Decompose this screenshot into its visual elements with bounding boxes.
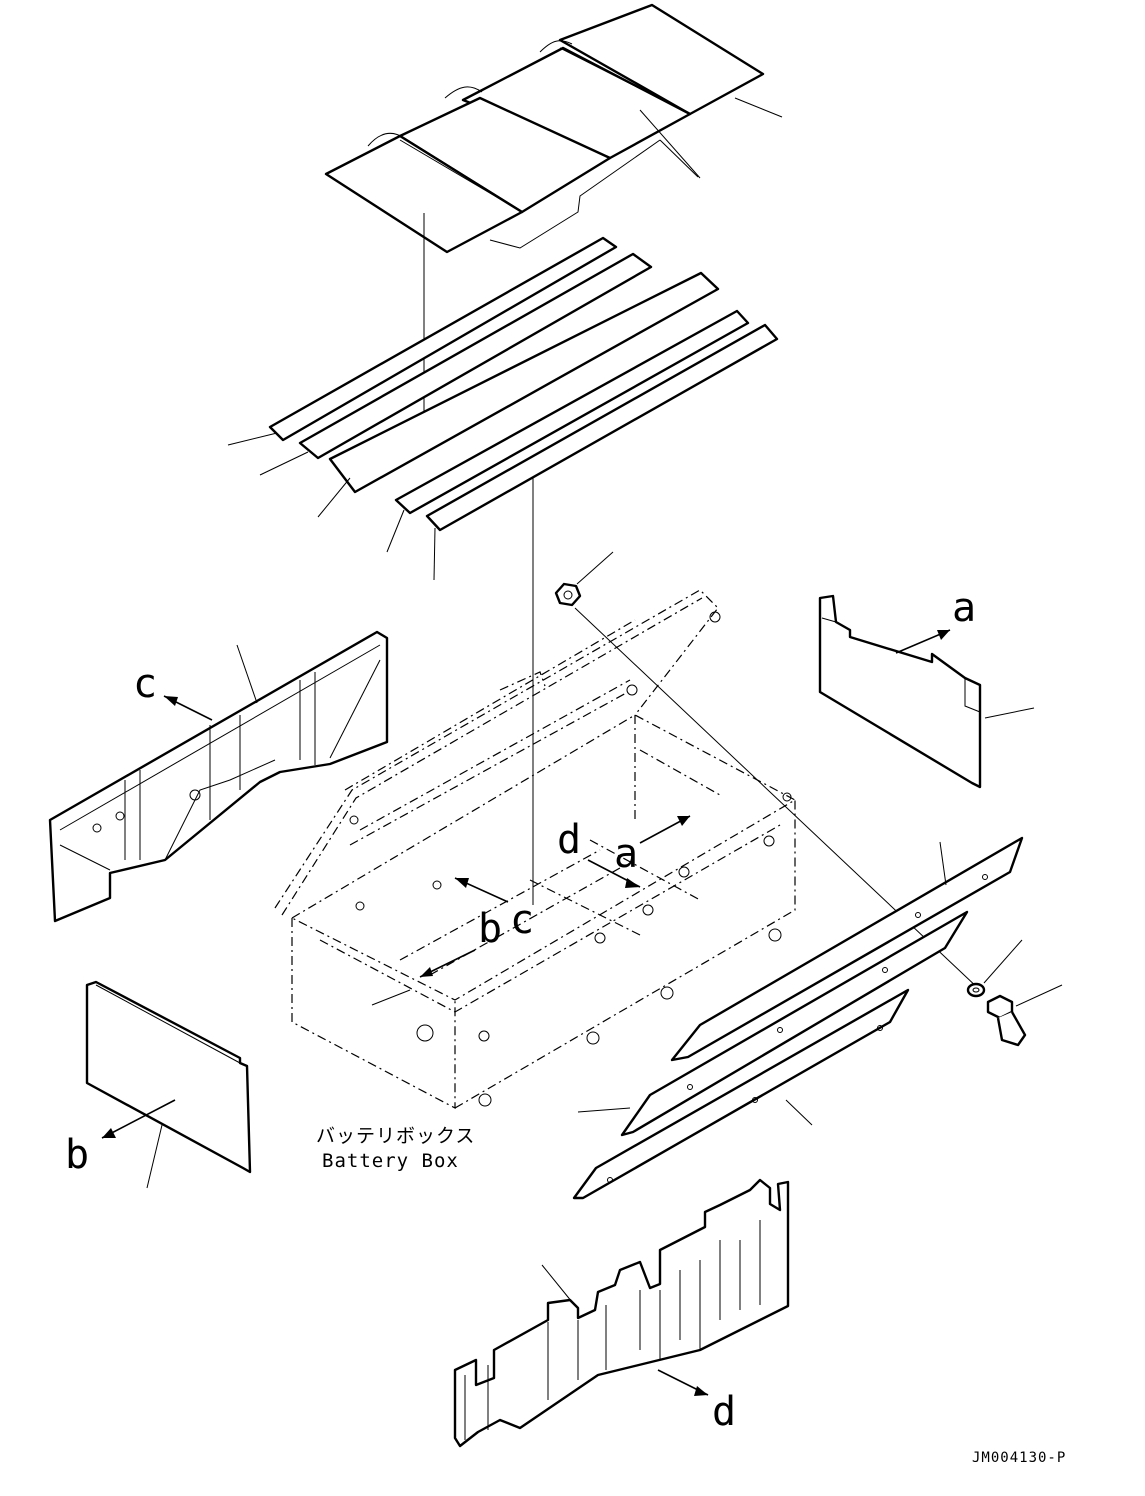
arrow-c-box	[454, 877, 509, 903]
cover-mat-lower	[324, 96, 612, 254]
label-b-box: b	[478, 906, 502, 952]
leader-mat-1	[734, 97, 783, 118]
leader-strip-5	[433, 527, 436, 581]
leader-washer	[983, 939, 1023, 984]
label-b-panel: b	[65, 1132, 89, 1178]
leader-mat-2	[659, 139, 699, 178]
liner-panel-d	[453, 1178, 790, 1448]
caption-jp: バッテリボックス	[316, 1125, 475, 1147]
leader-bolt	[1015, 984, 1063, 1007]
arrow-b-panel	[101, 1099, 176, 1139]
leader-d-panel	[541, 1264, 573, 1303]
liner-panel-b	[85, 980, 252, 1174]
label-c-box: c	[510, 897, 534, 943]
liner-panel-c	[48, 630, 389, 923]
label-d-panel: d	[712, 1389, 736, 1435]
rail-lower	[572, 988, 910, 1200]
arrow-b-box	[419, 949, 476, 978]
strip-3	[328, 271, 720, 494]
washer-icon	[966, 982, 986, 998]
strip-5	[425, 323, 779, 532]
nut-icon	[554, 582, 582, 607]
strip-4	[394, 309, 750, 515]
cover-mat-upper	[444, 3, 765, 160]
arrow-a-box	[639, 815, 691, 844]
label-d-box: d	[557, 817, 581, 863]
arrow-d-box	[587, 859, 641, 888]
arrow-a-panel	[895, 629, 951, 654]
rail-middle	[620, 910, 969, 1137]
leader-a-panel	[984, 707, 1035, 719]
rail-upper	[670, 836, 1024, 1062]
bolt-icon	[986, 994, 1027, 1047]
leader-strip-3	[317, 477, 351, 518]
leader-rail-upper	[939, 841, 947, 886]
leader-strip-1	[227, 432, 278, 446]
caption-en: Battery Box	[322, 1150, 459, 1172]
leader-box	[371, 989, 411, 1006]
label-a-box: a	[614, 831, 638, 877]
leader-rail-lower	[785, 1099, 813, 1126]
liner-panel-a	[818, 594, 982, 789]
leader-strip-2	[259, 451, 309, 476]
leader-b-panel	[146, 1124, 163, 1189]
battery-box	[274, 589, 797, 1109]
mat-backing-sheet	[489, 139, 661, 249]
arrow-c-panel	[163, 695, 213, 721]
leader-strip-4	[386, 509, 405, 553]
leader-rail-middle	[577, 1107, 631, 1113]
label-a-panel: a	[952, 585, 976, 631]
leader-mat-3	[639, 109, 701, 179]
leader-nut	[576, 551, 614, 585]
arrow-d-panel	[657, 1369, 709, 1396]
strip-2	[298, 252, 653, 460]
leader-c-panel	[236, 644, 258, 704]
strip-1	[268, 236, 618, 442]
label-c-panel: c	[133, 661, 157, 707]
drawing-code: JM004130-P	[972, 1450, 1066, 1466]
